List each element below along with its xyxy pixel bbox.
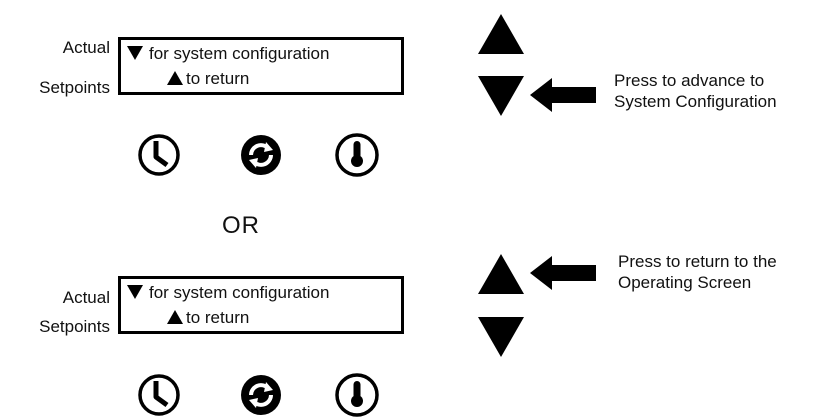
down-triangle-icon (127, 46, 143, 60)
clock-icon[interactable] (137, 370, 181, 418)
up-triangle-icon (167, 71, 183, 85)
refresh-icon[interactable] (237, 130, 285, 178)
hint-line2: Operating Screen (618, 273, 752, 292)
display-screen: for system configuration to return (118, 37, 404, 95)
hint-line1: Press to return to the (618, 252, 777, 271)
screen-line2: to return (186, 308, 250, 327)
down-arrow-key[interactable] (478, 315, 524, 359)
hint-line1: Press to advance to (614, 71, 765, 90)
or-separator: OR (222, 212, 260, 239)
clock-icon[interactable] (137, 130, 181, 178)
thermometer-icon[interactable] (333, 130, 381, 178)
hint-line2: System Configuration (614, 92, 777, 111)
label-actual: Actual (62, 288, 110, 307)
display-screen: for system configuration to return (118, 276, 404, 334)
pointer-arrow-icon (530, 256, 596, 290)
screen-line1: for system configuration (149, 283, 330, 302)
up-triangle-icon (167, 310, 183, 324)
refresh-icon[interactable] (237, 370, 285, 418)
screen-line2: to return (186, 69, 250, 88)
pointer-arrow-icon (530, 78, 596, 112)
up-arrow-key[interactable] (478, 12, 524, 56)
up-arrow-key[interactable] (478, 252, 524, 296)
screen-line1: for system configuration (149, 44, 330, 63)
label-actual: Actual (62, 38, 110, 57)
label-setpoints: Setpoints (39, 78, 110, 97)
down-triangle-icon (127, 285, 143, 299)
down-arrow-key[interactable] (478, 74, 524, 118)
thermometer-icon[interactable] (333, 370, 381, 418)
label-setpoints: Setpoints (39, 317, 110, 336)
